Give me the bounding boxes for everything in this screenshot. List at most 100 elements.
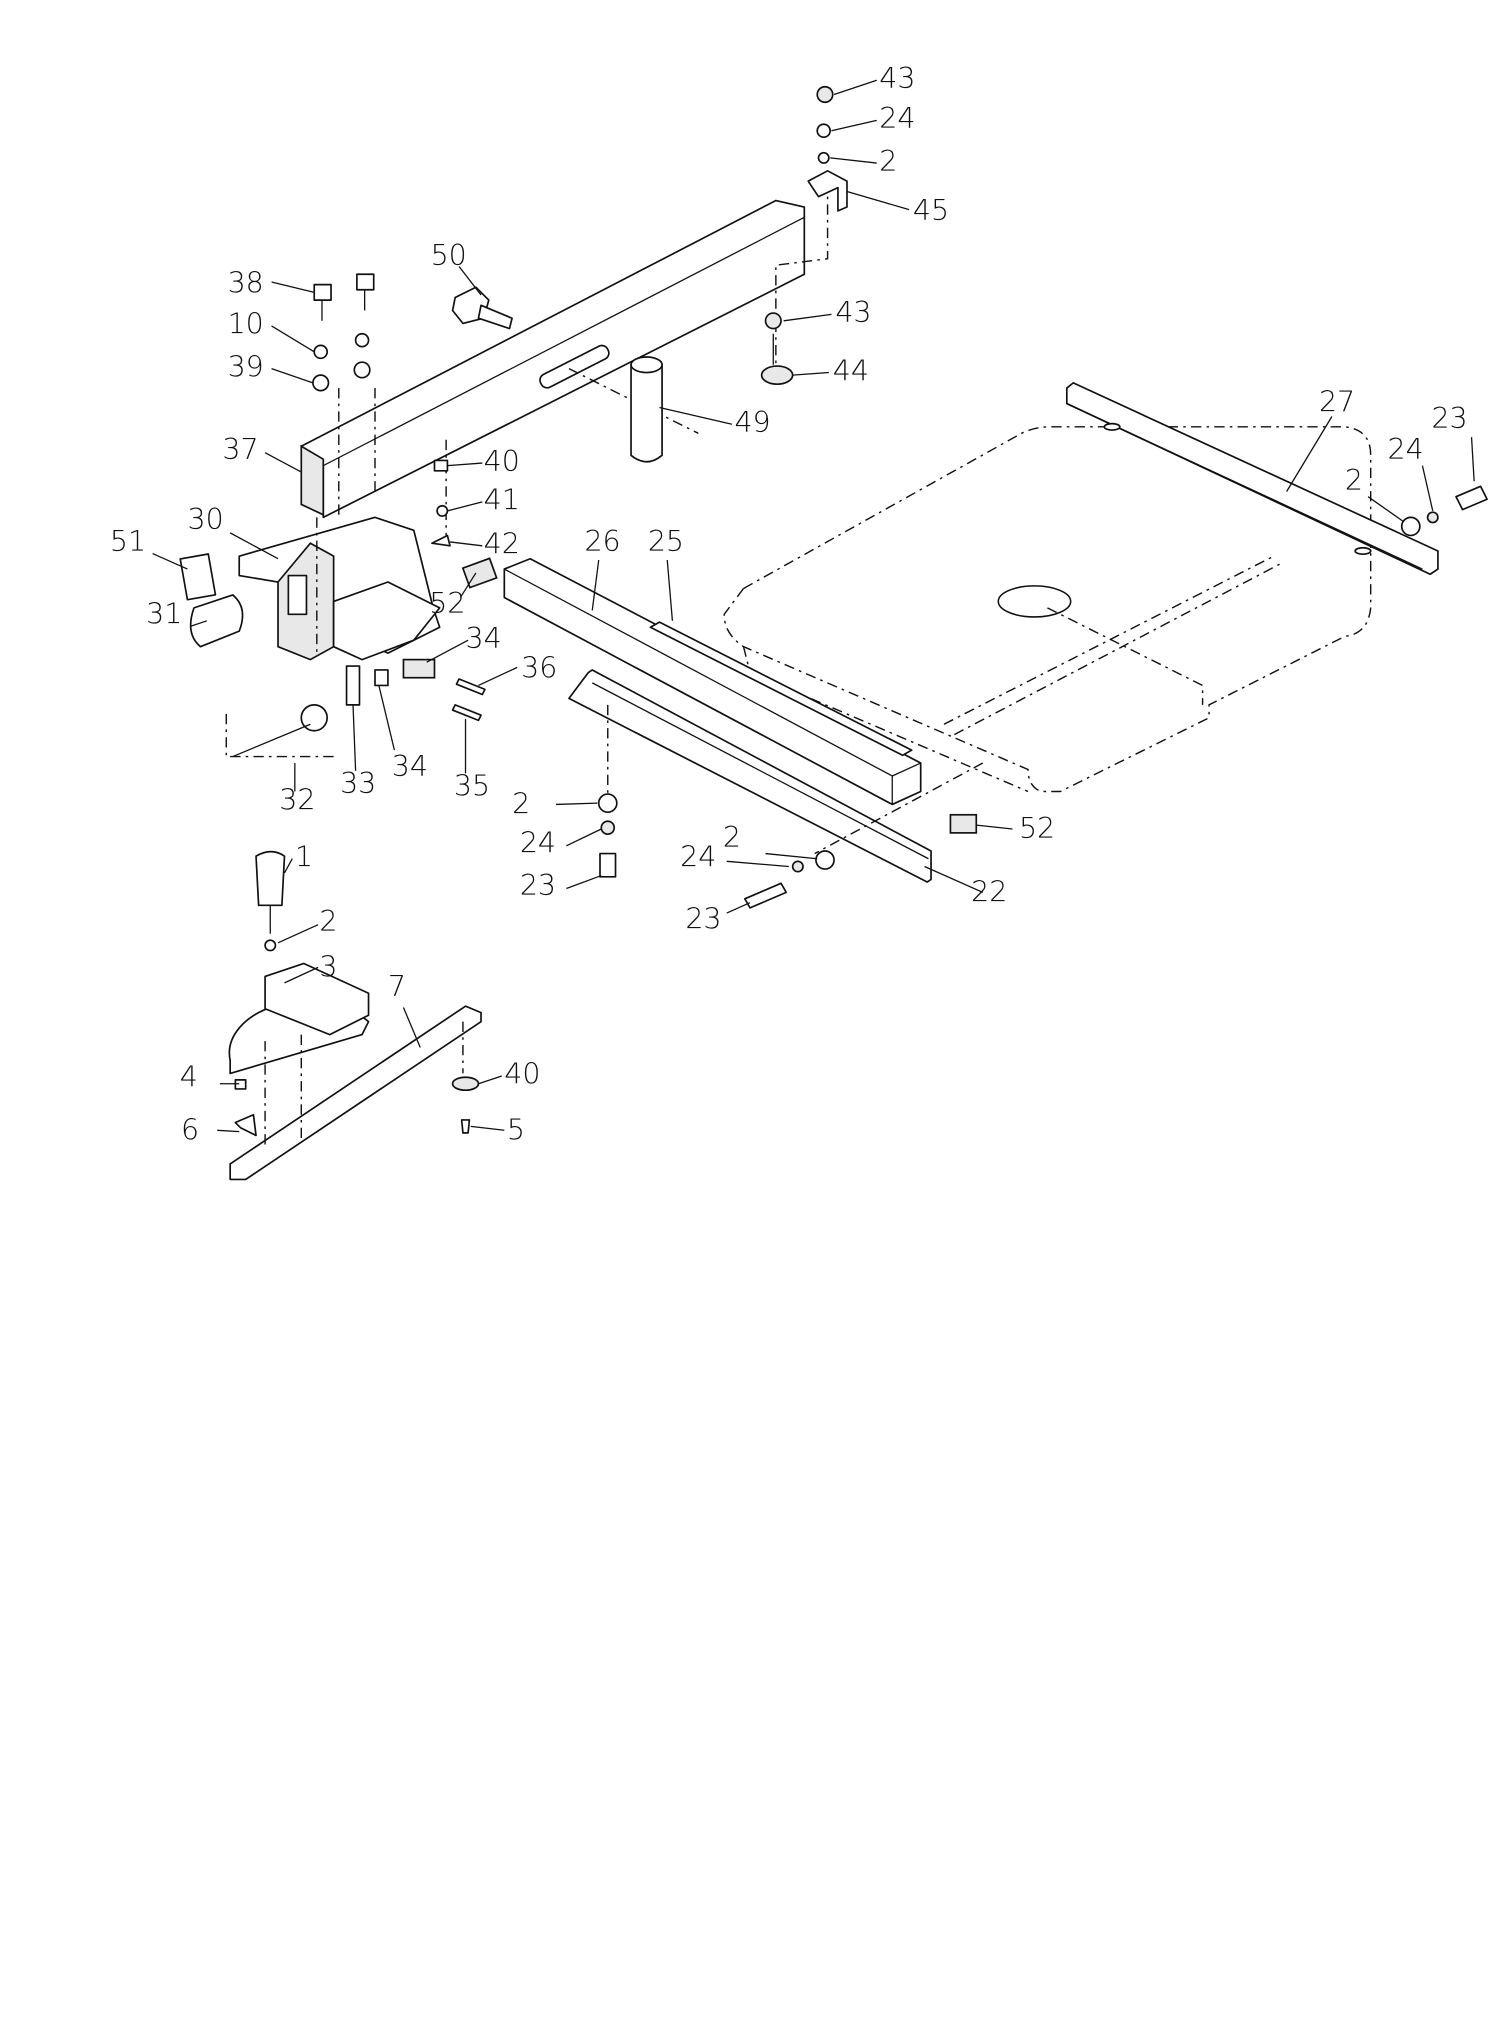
callout-36: 36 bbox=[521, 652, 557, 685]
callout-1: 1 bbox=[295, 841, 313, 874]
leader-line bbox=[378, 685, 396, 751]
leader-line bbox=[271, 368, 314, 384]
leader-line bbox=[976, 824, 1013, 830]
callout-3: 3 bbox=[319, 950, 337, 983]
leader-line bbox=[191, 620, 208, 627]
leader-line bbox=[566, 828, 602, 847]
leader-line bbox=[271, 325, 315, 353]
leader-line bbox=[833, 79, 877, 96]
leader-line bbox=[459, 572, 477, 598]
callout-41: 41 bbox=[484, 484, 520, 517]
callout-51: 51 bbox=[110, 525, 146, 558]
leader-line bbox=[284, 966, 319, 984]
callout-38: 38 bbox=[228, 266, 264, 299]
callout-49: 49 bbox=[734, 406, 770, 439]
leader-line bbox=[659, 406, 733, 425]
leader-line bbox=[566, 874, 602, 890]
fence-rail bbox=[300, 199, 806, 519]
callout-23: 23 bbox=[1431, 402, 1467, 435]
callout-37: 37 bbox=[222, 433, 258, 466]
callout-45: 45 bbox=[913, 194, 949, 227]
leader-line bbox=[264, 452, 302, 473]
leader-line bbox=[666, 559, 674, 621]
leader-line bbox=[726, 902, 751, 914]
callout-34: 34 bbox=[466, 622, 502, 655]
callout-2: 2 bbox=[723, 821, 741, 854]
leader-line bbox=[447, 501, 483, 512]
small-parts bbox=[179, 181, 978, 834]
callout-2: 2 bbox=[512, 787, 530, 820]
leader-line bbox=[783, 313, 832, 322]
leader-line bbox=[458, 266, 482, 296]
leader-line bbox=[1367, 496, 1404, 522]
leader-line bbox=[271, 281, 315, 293]
adjust-bolt bbox=[451, 286, 513, 330]
leader-line bbox=[470, 1125, 505, 1131]
callout-26: 26 bbox=[584, 525, 620, 558]
leader-line bbox=[792, 371, 829, 376]
leader-line bbox=[591, 559, 600, 611]
callout-43: 43 bbox=[879, 62, 915, 95]
miter-gauge bbox=[228, 850, 482, 1181]
leader-line bbox=[402, 1007, 421, 1048]
callout-22: 22 bbox=[971, 875, 1007, 908]
callout-30: 30 bbox=[188, 503, 224, 536]
callout-27: 27 bbox=[1319, 385, 1355, 418]
callout-2: 2 bbox=[1345, 464, 1363, 497]
leader-line bbox=[277, 924, 319, 944]
callout-40: 40 bbox=[484, 445, 520, 478]
front-angle-rail bbox=[568, 669, 984, 883]
callout-24: 24 bbox=[1388, 433, 1424, 466]
leader-line bbox=[830, 157, 877, 164]
callout-34: 34 bbox=[392, 750, 428, 783]
leader-line bbox=[449, 541, 483, 547]
front-rail bbox=[503, 557, 922, 806]
fasteners bbox=[312, 85, 1488, 909]
callout-7: 7 bbox=[388, 970, 406, 1003]
callout-2: 2 bbox=[879, 145, 897, 178]
leader-line bbox=[556, 802, 598, 806]
leader-line bbox=[478, 666, 518, 687]
callout-6: 6 bbox=[181, 1113, 199, 1146]
leader-line bbox=[152, 552, 188, 570]
callout-42: 42 bbox=[484, 528, 520, 561]
callout-40: 40 bbox=[504, 1058, 540, 1091]
leader-line bbox=[924, 865, 984, 893]
callout-23: 23 bbox=[685, 903, 721, 936]
callout-4: 4 bbox=[180, 1060, 198, 1093]
leader-line bbox=[283, 858, 293, 874]
leader-line bbox=[765, 852, 818, 860]
leader-line bbox=[1286, 416, 1333, 492]
callout-25: 25 bbox=[648, 525, 684, 558]
fence-head bbox=[238, 516, 441, 661]
leader-line bbox=[426, 639, 469, 663]
leader-line bbox=[1470, 437, 1475, 482]
fence-handle bbox=[630, 356, 663, 463]
callout-43: 43 bbox=[835, 296, 871, 329]
callout-32: 32 bbox=[279, 784, 315, 817]
callout-52: 52 bbox=[1019, 812, 1055, 845]
leader-line bbox=[229, 532, 279, 560]
callout-44: 44 bbox=[833, 354, 869, 387]
rear-rail bbox=[1065, 382, 1439, 576]
callout-31: 31 bbox=[146, 597, 182, 630]
callout-33: 33 bbox=[340, 767, 376, 800]
leader-line bbox=[726, 860, 789, 868]
callout-2: 2 bbox=[319, 905, 337, 938]
leader-line bbox=[831, 119, 877, 132]
leader-line bbox=[478, 1075, 502, 1085]
callout-24: 24 bbox=[879, 102, 915, 135]
callout-5: 5 bbox=[507, 1113, 525, 1146]
leader-line bbox=[447, 462, 483, 467]
callout-50: 50 bbox=[431, 239, 467, 272]
callout-52: 52 bbox=[429, 587, 465, 620]
callout-24: 24 bbox=[520, 826, 556, 859]
leader-line bbox=[1421, 465, 1434, 512]
leader-line bbox=[217, 1129, 240, 1133]
callout-39: 39 bbox=[228, 350, 264, 383]
callout-10: 10 bbox=[228, 308, 264, 341]
leader-line bbox=[352, 704, 357, 771]
